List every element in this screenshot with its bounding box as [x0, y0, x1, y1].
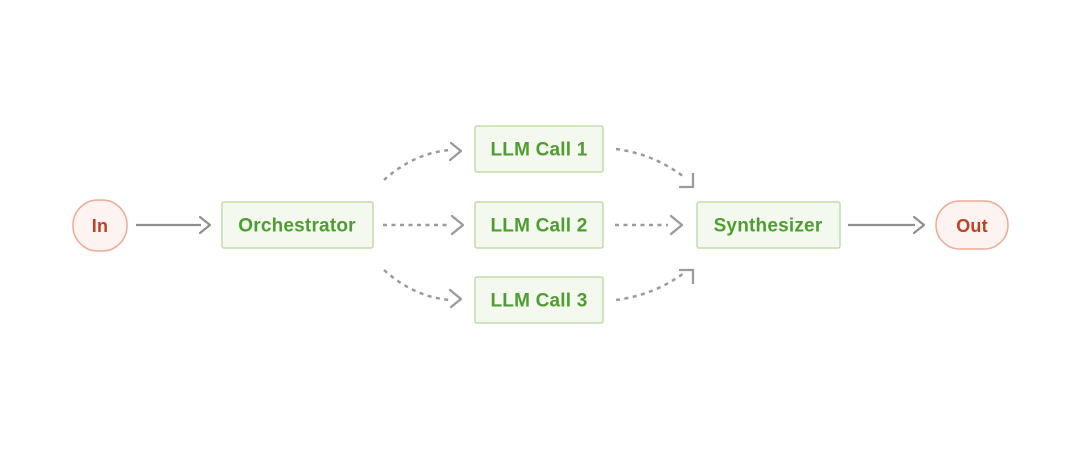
edge-llm-call-2-to-synthesizer	[615, 214, 684, 236]
arrow-head-down-right-icon	[679, 173, 695, 189]
dashed-arc-up	[615, 271, 685, 302]
dashed-arc-down	[615, 147, 685, 178]
dashed-arc-up	[383, 148, 451, 181]
node-llm-call-3: LLM Call 3	[474, 276, 604, 324]
in-label: In	[92, 216, 108, 236]
llm-call-3-box	[474, 276, 604, 324]
node-orchestrator: Orchestrator	[221, 201, 374, 249]
node-in: In	[72, 199, 128, 252]
arrow-head-right-icon	[448, 288, 463, 309]
synthesizer-label: Synthesizer	[714, 216, 823, 237]
edge-llm-call-1-to-synthesizer	[615, 147, 695, 189]
orchestrator-label: Orchestrator	[238, 216, 356, 237]
arrow-head-right-icon	[450, 214, 465, 236]
edge-synthesizer-to-out	[848, 215, 926, 235]
node-synthesizer: Synthesizer	[696, 201, 841, 249]
arrow-head-right-icon	[198, 215, 212, 235]
llm-call-3-label: LLM Call 3	[490, 291, 587, 312]
edge-orchestrator-to-llm-call-3	[383, 269, 463, 309]
llm-call-1-box	[474, 125, 604, 173]
edge-orchestrator-to-llm-call-2	[383, 214, 465, 236]
arrow-head-right-icon	[669, 214, 684, 236]
llm-call-1-label: LLM Call 1	[490, 140, 587, 161]
orchestrator-box	[221, 201, 374, 249]
node-llm-call-1: LLM Call 1	[474, 125, 604, 173]
node-out: Out	[935, 200, 1009, 250]
node-llm-call-2: LLM Call 2	[474, 201, 604, 249]
llm-call-2-label: LLM Call 2	[490, 216, 587, 237]
out-pill	[935, 200, 1009, 250]
edge-orchestrator-to-llm-call-1	[383, 141, 463, 181]
dashed-arc-down	[383, 269, 451, 302]
synthesizer-box	[696, 201, 841, 249]
llm-call-2-box	[474, 201, 604, 249]
in-pill	[72, 199, 128, 252]
edge-llm-call-3-to-synthesizer	[615, 268, 695, 302]
arrow-head-up-right-icon	[679, 268, 695, 284]
edge-in-to-orchestrator	[136, 215, 212, 235]
out-label: Out	[956, 216, 988, 236]
arrow-head-right-icon	[448, 141, 463, 162]
arrow-head-right-icon	[912, 215, 926, 235]
